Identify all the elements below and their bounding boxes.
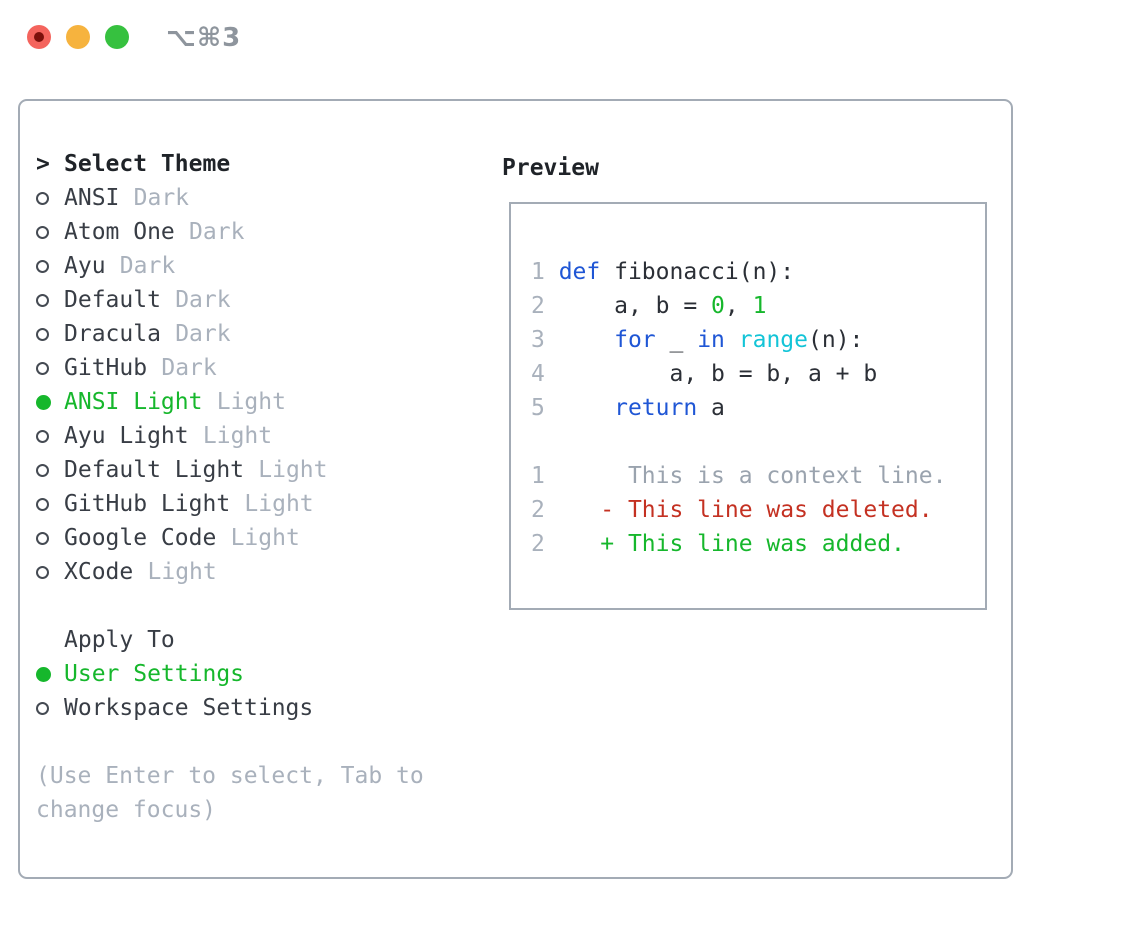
theme-option[interactable]: Ayu Light Light [36,419,476,453]
option-label: Google Code [64,525,217,551]
radio-unselected-icon [36,225,64,239]
radio-unselected-icon [36,565,64,579]
keyboard-shortcut-label: ⌥⌘3 [166,23,242,53]
radio-unselected-icon [36,701,64,715]
option-variant: Light [230,525,300,551]
option-label: Default [64,287,161,313]
option-label: Dracula [64,321,161,347]
option-variant: Dark [133,185,190,211]
option-label: Workspace Settings [64,695,314,721]
option-variant: Light [244,491,314,517]
apply-to-title: Apply To [64,627,175,653]
theme-option[interactable]: Atom One Dark [36,215,476,249]
option-label: Ayu Light [64,423,189,449]
code-line: 3 for _ in range(n): [531,327,864,353]
code-line: 2 a, b = 0, 1 [531,293,767,319]
preview-title: Preview [502,155,599,181]
spacer [36,589,476,623]
radio-unselected-icon [36,293,64,307]
diff-line-context: 1 This is a context line. [531,463,947,489]
spacer [531,425,985,459]
option-variant: Dark [175,287,231,313]
apply-option[interactable]: Workspace Settings [36,691,476,725]
option-label: ANSI Light [64,389,203,415]
apply-option[interactable]: User Settings [36,657,476,691]
option-label: Default Light [64,457,245,483]
close-button[interactable] [27,25,51,49]
theme-option[interactable]: Default Dark [36,283,476,317]
radio-unselected-icon [36,361,64,375]
option-label: User Settings [64,661,245,687]
theme-option[interactable]: Google Code Light [36,521,476,555]
spacer [36,725,476,759]
radio-selected-icon [36,666,64,682]
radio-unselected-icon [36,463,64,477]
cursor-marker: > [36,151,50,177]
preview-pane: 1 def fibonacci(n): 2 a, b = 0, 1 3 for _ … [509,202,987,610]
select-theme-header: > Select Theme [36,147,476,181]
help-text: (Use Enter to select, Tab to change focu… [36,763,424,823]
diff-line-deleted: 2 - This line was deleted. [531,497,933,523]
theme-option[interactable]: GitHub Dark [36,351,476,385]
close-dot-icon [34,32,44,42]
option-label: Ayu [64,253,106,279]
apply-to-header: Apply To [36,623,476,657]
theme-option[interactable]: Dracula Dark [36,317,476,351]
code-line: 4 a, b = b, a + b [531,361,878,387]
diff-preview: 1 This is a context line. 2 - This line w… [531,459,985,561]
radio-unselected-icon [36,531,64,545]
option-label: XCode [64,559,134,585]
option-variant: Light [147,559,217,585]
radio-selected-icon [36,394,64,410]
code-line: 5 return a [531,395,725,421]
option-variant: Dark [189,219,245,245]
option-variant: Dark [119,253,176,279]
option-variant: Light [202,423,273,449]
radio-unselected-icon [36,259,64,273]
option-label: ANSI [64,185,120,211]
theme-option[interactable]: ANSI Light Light [36,385,476,419]
select-theme-title: Select Theme [64,151,231,177]
theme-option[interactable]: GitHub Light Light [36,487,476,521]
code-preview: 1 def fibonacci(n): 2 a, b = 0, 1 3 for _ … [531,255,985,425]
theme-option[interactable]: XCode Light [36,555,476,589]
theme-option[interactable]: Ayu Dark [36,249,476,283]
diff-line-added: 2 + This line was added. [531,531,905,557]
option-variant: Light [258,457,328,483]
radio-unselected-icon [36,327,64,341]
radio-unselected-icon [36,429,64,443]
option-label: Atom One [64,219,175,245]
zoom-button[interactable] [105,25,129,49]
option-variant: Dark [175,321,231,347]
theme-option[interactable]: ANSI Dark [36,181,476,215]
code-line: 1 def fibonacci(n): [531,259,795,285]
radio-unselected-icon [36,497,64,511]
option-label: GitHub [64,355,148,381]
radio-unselected-icon [36,191,64,205]
minimize-button[interactable] [66,25,90,49]
theme-option[interactable]: Default Light Light [36,453,476,487]
title-bar: ⌥⌘3 [0,0,1140,70]
option-label: GitHub Light [64,491,231,517]
option-variant: Dark [161,355,217,381]
option-variant: Light [216,389,286,415]
